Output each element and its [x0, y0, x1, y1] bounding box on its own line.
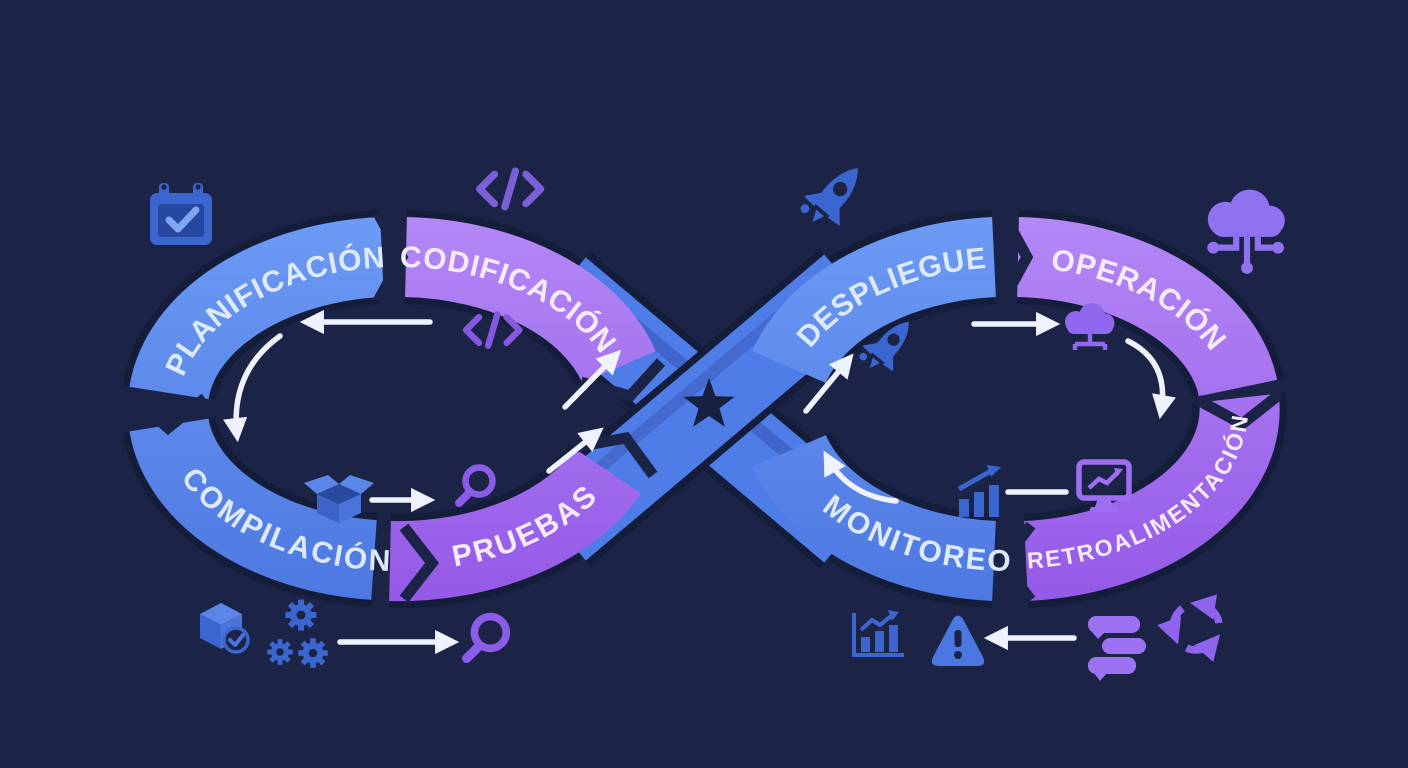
magnifier-icon — [455, 464, 496, 507]
arrow-right-loop-down — [1125, 338, 1176, 420]
arrow-left-loop-up-1 — [562, 349, 622, 410]
gears-icon — [267, 599, 328, 668]
chat-bubbles-icon — [1088, 616, 1146, 681]
arc-retroalimentacion — [1023, 393, 1280, 601]
rocket-icon — [859, 321, 909, 372]
arrow-left-loop-up-2 — [546, 427, 604, 474]
bar-chart-growth-icon — [852, 610, 904, 657]
package-check-icon — [200, 603, 250, 654]
arc-compilacion — [129, 417, 378, 600]
arrow-right-loop-up — [803, 353, 854, 414]
stage-chevrons — [127, 210, 1284, 604]
cloud-server-icon — [1065, 303, 1115, 350]
arc-monitoreo — [752, 433, 997, 601]
bar-chart-growth-icon — [957, 465, 1001, 517]
rocket-icon — [800, 168, 858, 226]
warning-triangle-icon — [931, 615, 985, 666]
code-brackets-icon — [476, 167, 545, 211]
star-icon — [683, 378, 735, 427]
flow-arrows — [223, 309, 1176, 655]
magnifier-icon — [462, 612, 511, 664]
arc-codificacion — [404, 217, 656, 385]
arrow-right-loop-back — [823, 450, 899, 504]
arc-operacion — [1016, 217, 1278, 398]
arc-despliegue — [752, 217, 997, 385]
refresh-cycle-icon — [1157, 594, 1223, 662]
monitor-chart-icon — [1076, 459, 1132, 512]
arrow-left-loop-down — [223, 333, 283, 443]
open-box-icon — [304, 475, 374, 523]
code-brackets-icon — [462, 311, 523, 349]
arc-planificacion — [129, 217, 385, 401]
calendar-check-icon — [150, 183, 212, 245]
cloud-network-icon — [1207, 189, 1285, 274]
